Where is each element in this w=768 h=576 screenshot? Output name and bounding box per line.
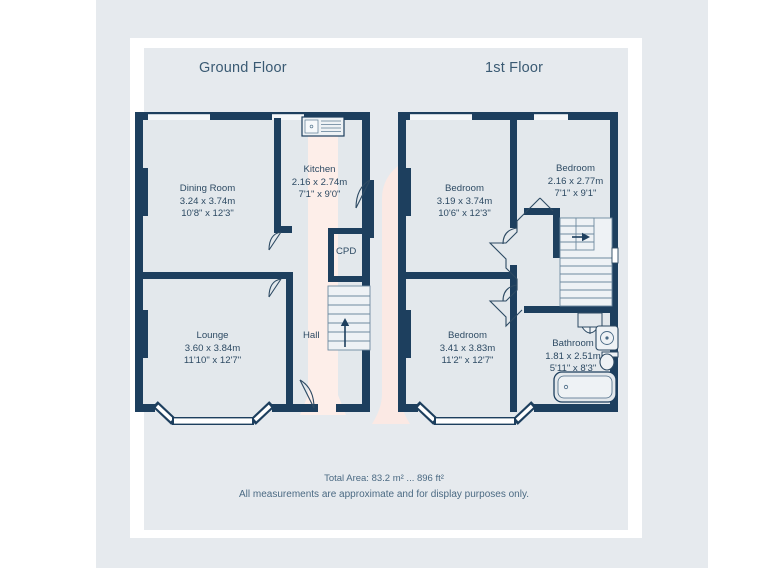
room-name: Kitchen	[303, 164, 336, 175]
room-metric: 3.19 x 3.74m	[436, 195, 493, 207]
room-metric: 3.41 x 3.83m	[439, 342, 496, 354]
area-label-cpd: CPD	[336, 246, 357, 257]
area-label-hall: Hall	[303, 330, 320, 341]
room-imperial: 7'1" x 9'0"	[298, 189, 341, 200]
room-imperial: 10'6" x 12'3"	[438, 208, 491, 219]
room-imperial: 5'11" x 8'3"	[549, 363, 597, 374]
room-name: Bedroom	[445, 183, 484, 194]
plan-sheet	[144, 48, 628, 530]
floor-title-ground: Ground Floor	[199, 60, 287, 76]
disclaimer-text: All measurements are approximate and for…	[239, 489, 529, 500]
room-label-kitchen: Kitchen 2.16 x 2.74m 7'1" x 9'0"	[272, 164, 367, 202]
room-metric: 3.60 x 3.84m	[184, 342, 241, 354]
room-label-bathroom: Bathroom 1.81 x 2.51m 5'11" x 8'3"	[531, 338, 615, 376]
room-imperial: 11'2" x 12'7"	[441, 355, 494, 366]
room-label-bedroom-1: Bedroom 3.19 x 3.74m 10'6" x 12'3"	[417, 183, 512, 221]
room-label-bedroom-2: Bedroom 2.16 x 2.77m 7'1" x 9'1"	[528, 163, 623, 201]
room-imperial: 7'1" x 9'1"	[554, 188, 597, 199]
room-label-dining-room: Dining Room 3.24 x 3.74m 10'8" x 12'3"	[160, 183, 255, 221]
room-label-bedroom-3: Bedroom 3.41 x 3.83m 11'2" x 12'7"	[420, 330, 515, 368]
room-name: Dining Room	[179, 183, 236, 194]
room-name: Bathroom	[552, 338, 594, 349]
room-metric: 3.24 x 3.74m	[179, 195, 236, 207]
room-metric: 2.16 x 2.74m	[291, 176, 348, 188]
room-name: Bedroom	[448, 330, 487, 341]
room-imperial: 10'8" x 12'3"	[181, 208, 234, 219]
total-area-text: Total Area: 83.2 m² ... 896 ft²	[324, 473, 444, 484]
room-metric: 1.81 x 2.51m	[545, 350, 601, 362]
room-imperial: 11'10" x 12'7"	[183, 355, 242, 366]
room-label-lounge: Lounge 3.60 x 3.84m 11'10" x 12'7"	[165, 330, 260, 368]
room-metric: 2.16 x 2.77m	[547, 175, 604, 187]
room-name: Bedroom	[556, 163, 595, 174]
room-name: Lounge	[196, 330, 229, 341]
floor-title-first: 1st Floor	[485, 60, 544, 76]
